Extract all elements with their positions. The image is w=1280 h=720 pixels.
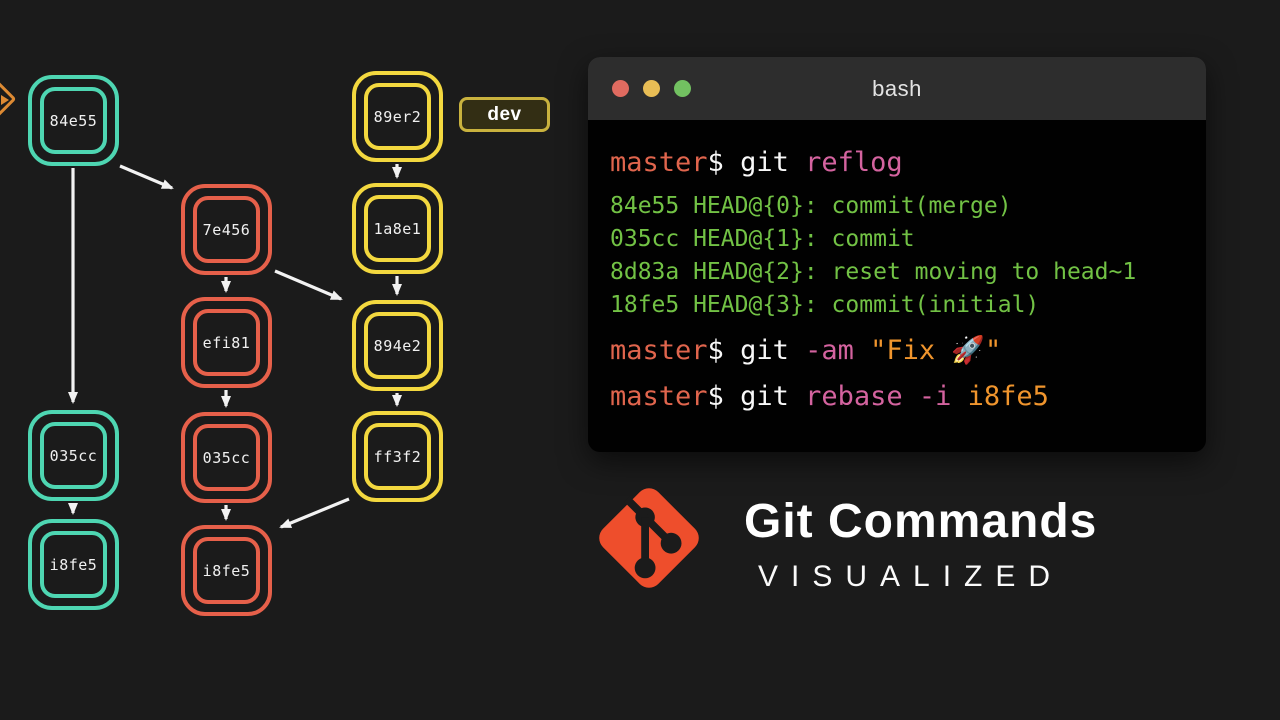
commit-node-inner: 035cc xyxy=(193,424,260,491)
commit-node-inner: 7e456 xyxy=(193,196,260,263)
terminal-text-segment: i8fe5 xyxy=(967,381,1049,412)
terminal-title: bash xyxy=(872,75,922,101)
commit-hash-label: efi81 xyxy=(202,333,251,352)
terminal-text-segment: git xyxy=(723,381,806,412)
commit-hash-label: 1a8e1 xyxy=(373,219,422,238)
commit-node-035cc: 035cc xyxy=(28,410,119,501)
commit-hash-label: 894e2 xyxy=(373,336,422,355)
commit-node-i8fe5: i8fe5 xyxy=(181,525,272,616)
page-subtitle: VISUALIZED xyxy=(758,560,1064,593)
commit-node-89er2: 89er2 xyxy=(352,71,443,162)
terminal-text-segment: $ xyxy=(707,381,724,412)
commit-hash-label: i8fe5 xyxy=(49,555,98,574)
terminal-text-segment: git xyxy=(723,335,806,366)
minimize-window-button[interactable] xyxy=(643,80,660,97)
commit-node-inner: i8fe5 xyxy=(40,531,107,598)
commit-hash-label: i8fe5 xyxy=(202,561,251,580)
commit-edge-arrow xyxy=(274,269,343,301)
terminal-command-line: master$ git reflog xyxy=(610,146,1206,180)
chevron-right-icon xyxy=(1,95,9,105)
terminal-text-segment: $ xyxy=(707,147,724,178)
branch-label-text: dev xyxy=(487,103,522,125)
terminal-text-segment: git xyxy=(723,147,806,178)
terminal-command-line: master$ git rebase -i i8fe5 xyxy=(610,380,1206,414)
commit-hash-label: ff3f2 xyxy=(373,447,422,466)
terminal-titlebar: bash xyxy=(588,57,1206,120)
terminal-command-line: master$ git -am "Fix 🚀" xyxy=(610,334,1206,368)
commit-hash-label: 84e55 xyxy=(49,111,98,130)
commit-hash-label: 035cc xyxy=(202,448,251,467)
terminal-text-segment: $ xyxy=(707,335,724,366)
commit-node-inner: ff3f2 xyxy=(364,423,431,490)
terminal-text-segment: master xyxy=(610,147,708,178)
terminal-text-segment: 8d83a HEAD@{2}: reset moving to head~1 xyxy=(610,259,1137,285)
commit-node-inner: 035cc xyxy=(40,422,107,489)
commit-edge-arrow xyxy=(119,164,174,190)
close-window-button[interactable] xyxy=(612,80,629,97)
commit-node-inner: 84e55 xyxy=(40,87,107,154)
terminal-text-segment: 035cc HEAD@{1}: commit xyxy=(610,226,915,252)
terminal-output-line: 035cc HEAD@{1}: commit xyxy=(610,223,1206,256)
terminal-output-line: 84e55 HEAD@{0}: commit(merge) xyxy=(610,190,1206,223)
commit-node-i8fe5: i8fe5 xyxy=(28,519,119,610)
commit-node-1a8e1: 1a8e1 xyxy=(352,183,443,274)
commit-hash-label: 035cc xyxy=(49,446,98,465)
commit-hash-label: 89er2 xyxy=(373,107,422,126)
terminal-text-segment: 18fe5 HEAD@{3}: commit(initial) xyxy=(610,292,1040,318)
terminal-output-line: 8d83a HEAD@{2}: reset moving to head~1 xyxy=(610,256,1206,289)
terminal-text-segment: master xyxy=(610,335,708,366)
commit-node-ff3f2: ff3f2 xyxy=(352,411,443,502)
page-title: Git Commands xyxy=(744,495,1098,548)
commit-node-7e456: 7e456 xyxy=(181,184,272,275)
commit-node-inner: 89er2 xyxy=(364,83,431,150)
window-controls xyxy=(612,80,691,97)
terminal-text-segment: 84e55 HEAD@{0}: commit(merge) xyxy=(610,193,1012,219)
terminal-text-segment: reflog xyxy=(805,147,903,178)
commit-node-inner: 894e2 xyxy=(364,312,431,379)
terminal-output-line: 18fe5 HEAD@{3}: commit(initial) xyxy=(610,289,1206,322)
terminal-text-segment: -am xyxy=(805,335,871,366)
commit-node-inner: i8fe5 xyxy=(193,537,260,604)
commit-node-inner: 1a8e1 xyxy=(364,195,431,262)
commit-node-84e55: 84e55 xyxy=(28,75,119,166)
branch-label-dev: dev xyxy=(459,97,550,132)
commit-node-894e2: 894e2 xyxy=(352,300,443,391)
terminal-text-segment: master xyxy=(610,381,708,412)
git-logo-icon xyxy=(599,488,699,588)
terminal-text-segment: rebase -i xyxy=(805,381,968,412)
terminal-text-segment: "Fix 🚀" xyxy=(870,335,1002,366)
commit-node-efi81: efi81 xyxy=(181,297,272,388)
commit-node-inner: efi81 xyxy=(193,309,260,376)
commit-hash-label: 7e456 xyxy=(202,220,251,239)
zoom-window-button[interactable] xyxy=(674,80,691,97)
commit-node-035cc: 035cc xyxy=(181,412,272,503)
commit-edge-arrow xyxy=(279,497,350,529)
